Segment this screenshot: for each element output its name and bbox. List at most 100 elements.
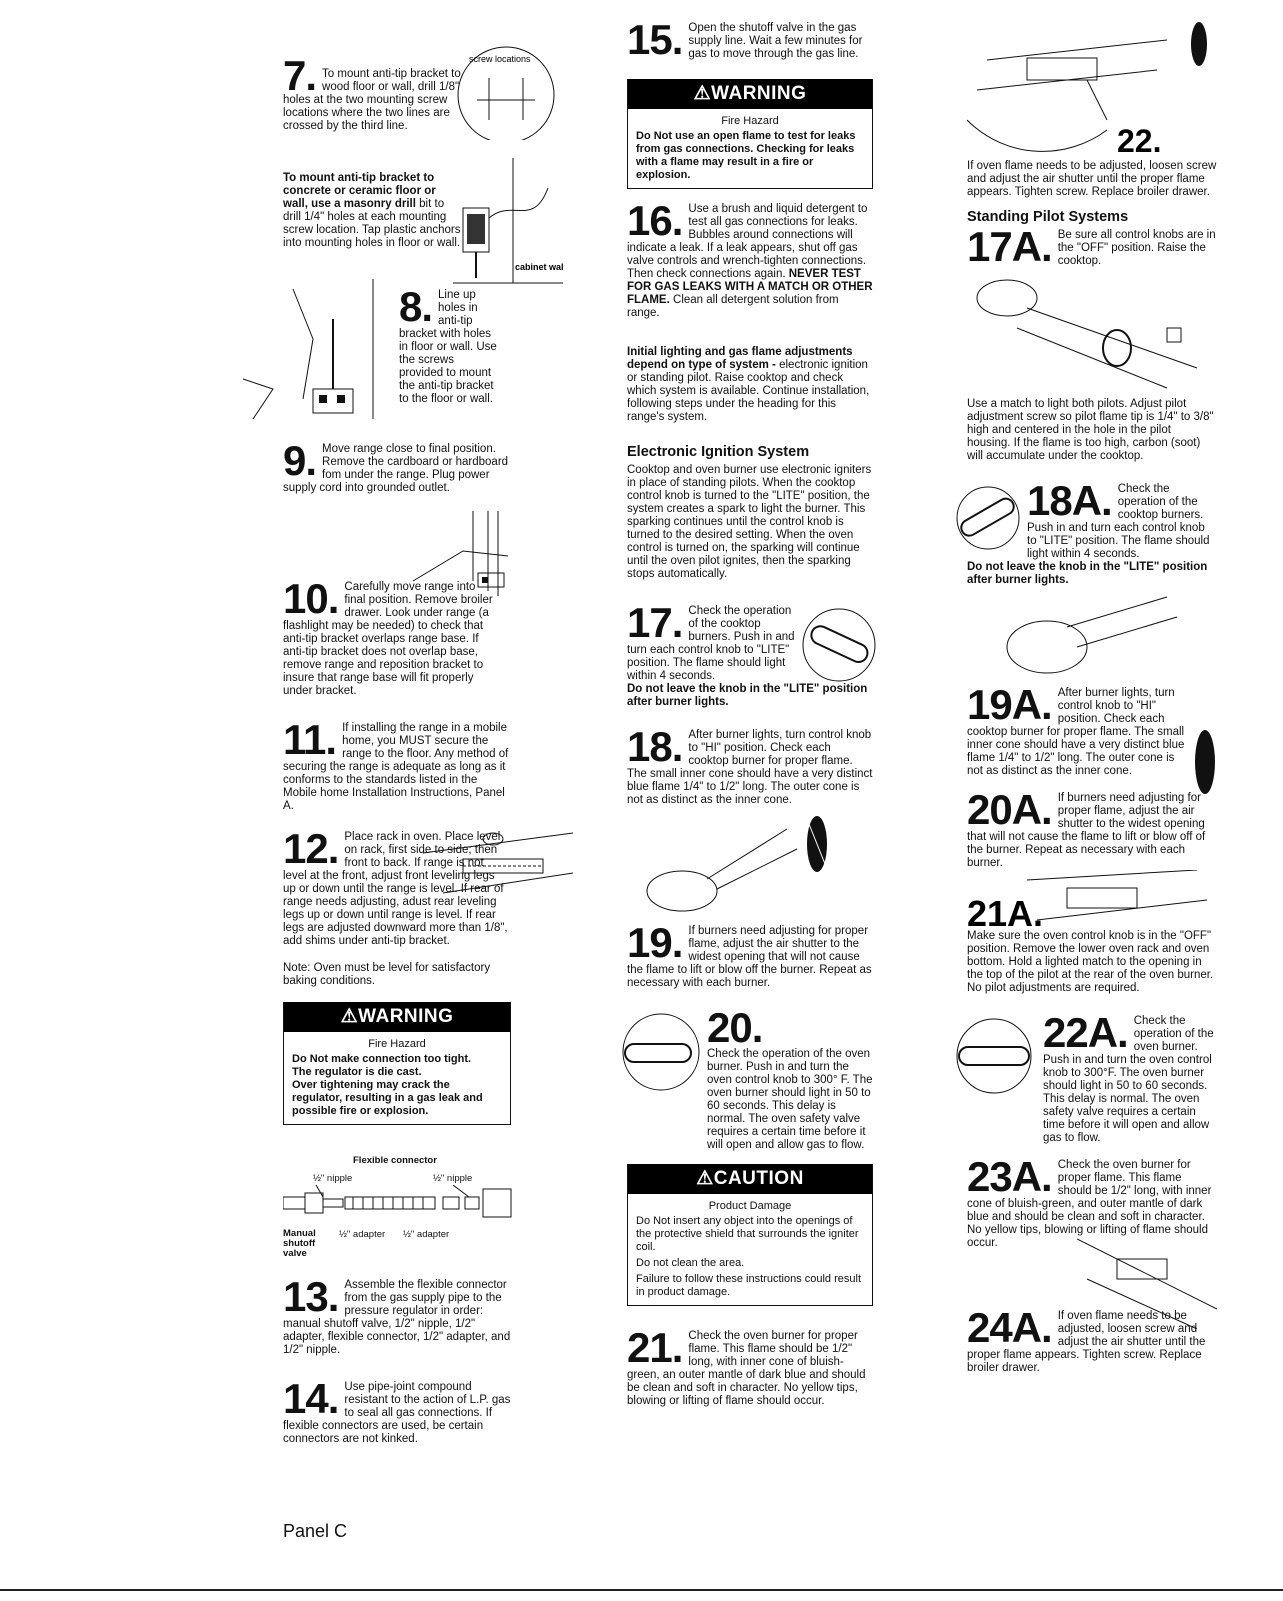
oven-burner-air-shutter-illustration: 22. — [967, 22, 1207, 159]
step-number: 12. — [283, 825, 339, 872]
step-text: To mount anti-tip bracket to wood floor … — [283, 68, 461, 132]
step-number: 13. — [283, 1273, 339, 1320]
column-3: 22. If oven flame needs to be adjusted, … — [956, 20, 1217, 1375]
section-heading: Standing Pilot Systems — [967, 209, 1129, 225]
step-24a: 24A. If oven flame needs to be adjusted,… — [967, 1307, 1217, 1375]
warning-title: Fire Hazard — [721, 115, 779, 127]
step-number: 16. — [627, 197, 683, 244]
step-number: 23A. — [967, 1153, 1053, 1200]
screw-locations-diagram: screw locations — [457, 46, 555, 140]
step-9: 9. Move range close to final position. R… — [283, 440, 513, 495]
oven-control-knob-icon — [956, 1018, 1032, 1094]
oven-burner-illustration — [1077, 1238, 1217, 1329]
initial-lighting-heading: Initial lighting and gas flame adjustmen… — [627, 346, 853, 371]
caution-title: Product Damage — [708, 1200, 792, 1212]
step-18: 18. After burner lights, turn control kn… — [627, 723, 873, 807]
step-number: 22A. — [1043, 1009, 1129, 1056]
caution-line: Do Not insert any object into the openin… — [636, 1215, 859, 1253]
step-text: If installing the range in a mobile home… — [283, 722, 509, 812]
step-text: Check the operation of the cooktop burne… — [1027, 483, 1210, 560]
step-text: Open the shutoff valve in the gas supply… — [688, 22, 863, 60]
step-14: 14. Use pipe-joint compound resistant to… — [283, 1375, 513, 1446]
warning-title: Fire Hazard — [368, 1038, 426, 1050]
step-text: Check the oven burner for proper flame. … — [967, 1159, 1212, 1249]
step-number: 21A. — [967, 893, 1043, 930]
panel-label: Panel C — [283, 1521, 348, 1541]
step-number: 15. — [627, 16, 683, 63]
step-text: Check the operation of the oven burner. … — [1043, 1015, 1214, 1144]
step-number: 17. — [627, 599, 683, 646]
step-number: 19A. — [967, 681, 1053, 728]
masonry-note: To mount anti-tip bracket to concrete or… — [283, 172, 436, 210]
caution-box: ⚠CAUTION Product Damage Do Not insert an… — [627, 1164, 873, 1306]
initial-lighting: Initial lighting and gas flame adjustmen… — [627, 346, 873, 424]
step-number: 14. — [283, 1375, 339, 1422]
step-23a: 23A. Check the oven burner for proper fl… — [967, 1153, 1217, 1329]
step-warning: NEVER TEST FOR GAS LEAKS WITH A MATCH OR… — [627, 268, 873, 306]
step-21: 21. Check the oven burner for proper fla… — [627, 1327, 873, 1408]
step-text: After burner lights, turn control knob t… — [627, 729, 873, 806]
caution-line: Do not clean the area. — [636, 1257, 745, 1269]
step-text: Check the operation of the oven burner. … — [707, 1048, 873, 1151]
step-22a: 22A. Check the operation of the oven bur… — [956, 1009, 1217, 1145]
step-text: Check the operation of the cooktop burne… — [627, 605, 795, 682]
step-text: If burners need adjusting for proper fla… — [627, 925, 872, 989]
step-text: Assemble the flexible connector from the… — [283, 1279, 511, 1356]
step-20a: 20A. If burners need adjusting for prope… — [967, 786, 1217, 870]
step-text: Line up holes in anti-tip bracket with h… — [399, 289, 497, 405]
adapter-label: ½" adapter — [339, 1229, 386, 1240]
step-17a: 17A. Be sure all control knobs are in th… — [967, 226, 1217, 268]
nipple-label: ½" nipple — [433, 1173, 473, 1184]
step-text: After burner lights, turn control knob t… — [967, 687, 1185, 777]
column-1: 7. To mount anti-tip bracket to wood flo… — [242, 40, 583, 1446]
masonry-text: bit to drill 1/4" holes at each mounting… — [283, 198, 461, 249]
warning-line: Over tightening may crack the regulator,… — [292, 1079, 483, 1117]
nipple-label: ½" nipple — [313, 1173, 353, 1184]
step-text: If oven flame needs to be adjusted, loos… — [967, 160, 1217, 198]
level-note: Note: Oven must be level for satisfactor… — [283, 962, 491, 987]
step-number: 7. — [283, 52, 317, 99]
cabinet-wall-label: cabinet wall — [515, 262, 563, 272]
range-position-illustration — [412, 511, 509, 596]
step-warning: Do not leave the knob in the "LITE" posi… — [967, 561, 1208, 586]
step-number: 18. — [627, 723, 683, 770]
step-number: 22. — [1117, 123, 1161, 159]
step-8: 8. Line up holes in anti-tip bracket wit… — [242, 279, 583, 439]
step-text: Carefully move range into final position… — [283, 581, 493, 697]
warning-heading: ⚠WARNING — [628, 79, 872, 109]
step-17a-continued: Use a match to light both pilots. Adjust… — [967, 398, 1214, 462]
step-text: Use pipe-joint compound resistant to the… — [283, 1381, 511, 1445]
step-21a: 21A. Make sure the oven control knob is … — [967, 870, 1217, 995]
warning-line: Do Not use an open flame to test for lea… — [636, 130, 856, 181]
step-text: Move range close to final position. Remo… — [283, 443, 509, 494]
step-number: 11. — [283, 716, 337, 763]
section-heading: Electronic Ignition System — [627, 444, 810, 460]
step-19a: 19A. After burner lights, turn control k… — [967, 681, 1217, 794]
control-knob-icon — [956, 486, 1020, 550]
drill-illustration: cabinet wall — [453, 158, 563, 284]
step-17: 17. Check the operation of the cooktop b… — [627, 599, 876, 709]
burner-flame-illustration — [646, 816, 827, 912]
bracket-mount-illustration — [242, 279, 374, 420]
initial-lighting-text: electronic ignition or standing pilot. R… — [627, 359, 870, 423]
control-knob-icon — [802, 608, 876, 682]
step-13: 13. Assemble the flexible connector from… — [283, 1273, 513, 1357]
step-number: 19. — [627, 919, 683, 966]
step-number: 8. — [399, 283, 433, 330]
step-20: 20. Check the operation of the oven burn… — [622, 1004, 873, 1152]
warning-heading: ⚠WARNING — [284, 1002, 510, 1032]
step-text: Place rack in oven. Place level on rack,… — [283, 831, 508, 947]
eis-text: Cooktop and oven burner use electronic i… — [627, 464, 872, 580]
warning-box-leak-test: ⚠WARNING Fire Hazard Do Not use an open … — [627, 79, 873, 189]
manual-valve-label: Manual shutoff valve — [283, 1228, 316, 1259]
step-text: If burners need adjusting for proper fla… — [967, 792, 1206, 869]
step-text: Clean all detergent solution from range. — [627, 294, 839, 319]
step-text: Check the oven burner for proper flame. … — [627, 1330, 866, 1407]
step-number: 20A. — [967, 786, 1053, 833]
step-19: 19. If burners need adjusting for proper… — [627, 919, 873, 990]
pilot-housing-illustration — [976, 279, 1198, 389]
step-warning: Do not leave the knob in the "LITE" posi… — [627, 683, 868, 708]
step-number: 20. — [707, 1004, 763, 1051]
oven-rack-level-illustration — [423, 832, 573, 894]
